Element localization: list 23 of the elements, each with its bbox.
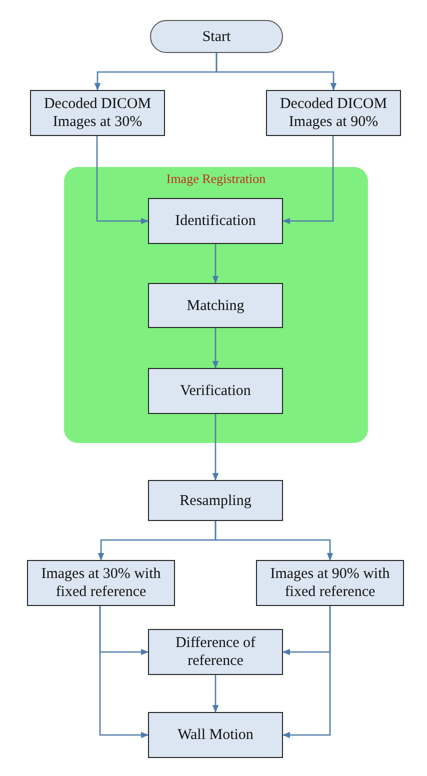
process-box: Wall Motion	[148, 712, 283, 758]
process-box: Verification	[148, 368, 283, 414]
process-box: Matching	[148, 283, 283, 328]
arrow	[212, 414, 219, 481]
start-terminal: Start	[150, 20, 283, 53]
process-box: Decoded DICOM Images at 90%	[266, 90, 401, 136]
arrow	[214, 521, 334, 561]
arrow	[216, 53, 337, 91]
arrow	[99, 606, 149, 738]
process-box: Images at 90% with fixed reference	[256, 560, 404, 606]
registration-panel	[64, 167, 368, 443]
group-title: Image Registration	[166, 171, 266, 187]
arrow	[212, 675, 219, 713]
arrow	[96, 136, 149, 224]
arrow	[282, 606, 331, 738]
process-box: Resampling	[148, 480, 283, 521]
process-box: Difference of reference	[148, 629, 283, 675]
process-box: Decoded DICOM Images at 30%	[30, 90, 165, 136]
arrow	[282, 136, 334, 224]
process-box: Identification	[148, 198, 283, 244]
process-box: Images at 30% with fixed reference	[27, 560, 175, 606]
arrow	[212, 328, 219, 369]
arrow	[212, 244, 219, 284]
